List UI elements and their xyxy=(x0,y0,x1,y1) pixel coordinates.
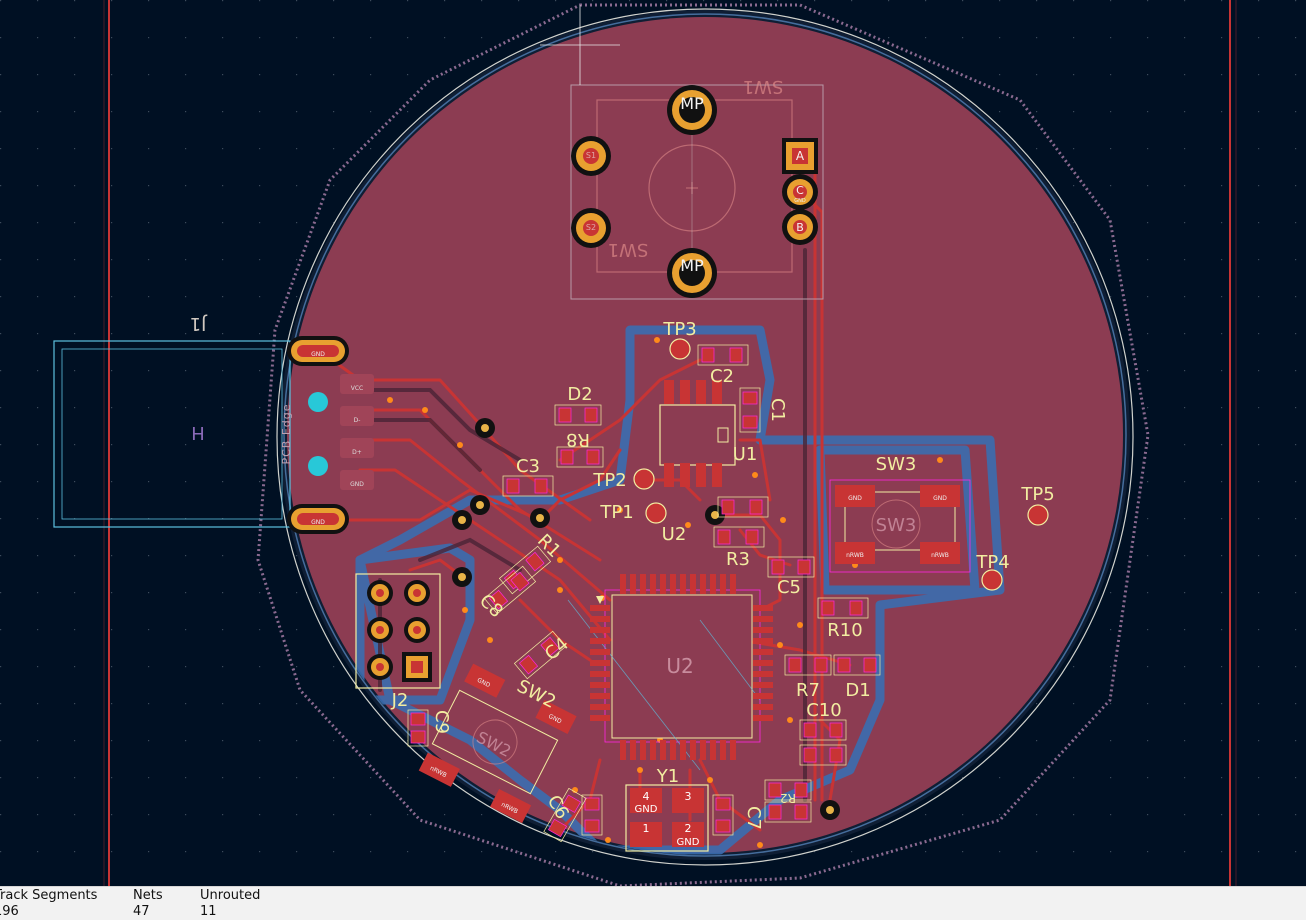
ref-c5: C5 xyxy=(777,577,801,598)
status-nets: Nets 47 xyxy=(133,888,163,919)
svg-text:MP: MP xyxy=(680,256,704,275)
svg-text:VCC: VCC xyxy=(351,385,363,392)
u2-chip[interactable]: U2 xyxy=(567,574,773,771)
ref-tp3: TP3 xyxy=(662,319,696,340)
ref-r2: R2 xyxy=(780,791,796,805)
svg-text:D-: D- xyxy=(354,417,361,424)
svg-text:2: 2 xyxy=(685,822,692,835)
ref-r7: R7 xyxy=(796,680,820,701)
j1-hole-2 xyxy=(308,456,328,476)
sw1-pad-a[interactable]: A xyxy=(782,138,818,174)
sw1-encoder[interactable]: SW1 SW1 MP MP S1 S2 A C GND B xyxy=(570,76,824,300)
ref-c3: C3 xyxy=(516,456,540,477)
svg-text:3: 3 xyxy=(685,790,692,803)
ref-c1: C1 xyxy=(767,398,788,422)
j1-pad-dm[interactable]: D- xyxy=(340,406,374,426)
j1-ref: J1 xyxy=(190,313,208,334)
tp4 xyxy=(981,569,1003,591)
j2-header[interactable] xyxy=(355,573,441,689)
j1-outline-outer xyxy=(53,340,291,528)
ref-y1: Y1 xyxy=(656,766,679,787)
j1-outline-inner xyxy=(61,348,283,520)
sw3-button[interactable]: GND GND nRWB nRWB SW3 xyxy=(829,479,971,573)
keepout-ring xyxy=(283,13,1127,857)
sw1-ref-mirrored: SW1 xyxy=(743,76,784,97)
j1-hole-1 xyxy=(308,392,328,412)
sw3-center-ref: SW3 xyxy=(876,515,917,536)
svg-text:nRWB: nRWB xyxy=(846,552,864,559)
svg-text:MP: MP xyxy=(680,94,704,113)
ref-tp5: TP5 xyxy=(1020,484,1054,505)
sw1-pad-b[interactable]: B xyxy=(782,209,818,245)
ref-r8: R8 xyxy=(566,429,590,450)
sw1-pad-s2[interactable]: S2 xyxy=(571,208,611,248)
sw1-pad-mp-top[interactable]: MP xyxy=(667,85,717,135)
svg-text:GND: GND xyxy=(350,481,364,488)
svg-text:D+: D+ xyxy=(352,449,362,456)
ref-tp1: TP1 xyxy=(599,502,633,523)
status-unrouted: Unrouted 11 xyxy=(200,888,261,919)
svg-text:S2: S2 xyxy=(586,223,596,232)
tp5 xyxy=(1027,504,1049,526)
cursor-crosshair xyxy=(540,5,620,85)
sw1-courtyard xyxy=(570,84,824,300)
board-margin-outline xyxy=(256,3,1150,886)
ref-tp2: TP2 xyxy=(592,470,626,491)
ref-d2: D2 xyxy=(567,384,592,405)
svg-text:4: 4 xyxy=(643,790,650,803)
j1-pad-gnd[interactable]: GND xyxy=(340,470,374,490)
svg-text:GND: GND xyxy=(635,804,658,815)
svg-text:C: C xyxy=(796,184,804,197)
ref-c7: C7 xyxy=(743,806,764,830)
sw1-ref-mirrored-2: SW1 xyxy=(608,239,649,260)
sw2-button[interactable]: GND GND nRWB nRWB SW2 xyxy=(418,663,577,824)
tp2 xyxy=(633,468,655,490)
ref-c9: C9 xyxy=(431,710,452,734)
svg-text:nRWB: nRWB xyxy=(931,552,949,559)
svg-text:GND: GND xyxy=(794,198,806,204)
ref-tp4: TP4 xyxy=(975,552,1009,573)
svg-text:A: A xyxy=(796,149,805,163)
pcb-edge-label: PCB Edge xyxy=(280,403,293,464)
svg-text:GND: GND xyxy=(311,519,325,526)
copper-zone xyxy=(287,17,1123,853)
ref-r10: R10 xyxy=(827,620,862,641)
ref-c10: C10 xyxy=(806,700,841,721)
status-bar: Track Segments 196 Nets 47 Unrouted 11 xyxy=(0,886,1306,920)
pcb-canvas[interactable]: SW1 SW1 MP MP S1 S2 A C GND B xyxy=(0,0,1306,886)
sw1-pad-c[interactable]: C GND xyxy=(782,174,818,210)
ref-j2: J2 xyxy=(391,690,409,711)
y1-crystal[interactable]: 4 GND 3 1 2 GND xyxy=(625,784,709,852)
svg-text:GND: GND xyxy=(848,495,862,502)
board-edge-outline xyxy=(276,8,1134,866)
status-track-segments: Track Segments 196 xyxy=(0,888,98,919)
svg-text:S1: S1 xyxy=(586,151,596,160)
vias xyxy=(387,337,943,848)
ref-u2: U2 xyxy=(662,524,687,545)
j1-pad-dp[interactable]: D+ xyxy=(340,438,374,458)
sw1-pad-mp-bottom[interactable]: MP xyxy=(667,248,717,298)
svg-text:GND: GND xyxy=(933,495,947,502)
j1-pad-vcc[interactable]: VCC xyxy=(340,374,374,394)
j1-shield-top[interactable]: GND xyxy=(287,336,349,366)
tp3 xyxy=(669,338,691,360)
ref-u1: U1 xyxy=(733,444,758,465)
passive-footprints[interactable] xyxy=(407,344,881,843)
svg-text:GND: GND xyxy=(311,351,325,358)
ref-r3: R3 xyxy=(726,549,750,570)
svg-text:1: 1 xyxy=(643,822,650,835)
ref-d1: D1 xyxy=(845,680,870,701)
test-points[interactable] xyxy=(633,338,1049,591)
j1-usb-connector[interactable]: J1 H PCB Edge GND GND VCC D- D+ GND xyxy=(53,313,374,534)
svg-text:GND: GND xyxy=(677,837,700,848)
u1-chip[interactable] xyxy=(659,380,736,487)
j1-shield-bottom[interactable]: GND xyxy=(287,504,349,534)
tp1 xyxy=(645,502,667,524)
svg-text:B: B xyxy=(796,221,804,234)
ref-sw3: SW3 xyxy=(876,454,917,475)
u2-center-label: U2 xyxy=(666,654,693,678)
j1-value: H xyxy=(191,422,205,443)
sw1-pad-s1[interactable]: S1 xyxy=(571,136,611,176)
ref-c2: C2 xyxy=(710,366,734,387)
